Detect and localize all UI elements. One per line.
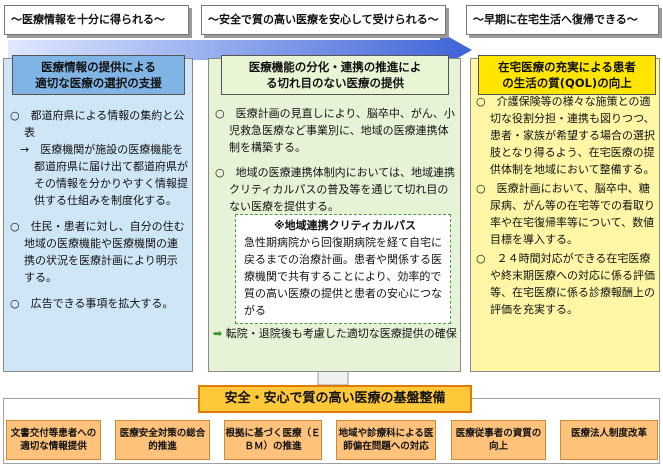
column-body: ○ 都道府県による情報の集約と公表 → 医療機関が施設の医療機能を都道府県に届け…	[10, 107, 188, 321]
list-item: ○ 地域の医療連携体制内においては、地域連携クリティカルパスの普及等を通じて切れ…	[215, 166, 456, 213]
title-line: 在宅医療の充実による患者	[498, 60, 636, 74]
banner-safe-quality: ～安全で質の高い医療を安心して受けられる～	[201, 5, 446, 35]
list-item: ○ 住民・患者に対し、自分の住む地域の医療機能や医療機関の連携の状況を医療計画に…	[10, 220, 185, 284]
list-item: ○ 医療計画において、脳卒中、糖尿病、がん等の在宅等での看取り率や在宅復帰率等に…	[476, 182, 655, 246]
banner-information: ～医療情報を十分に得られる～	[4, 5, 189, 35]
foundation-item: 医療安全対策の総合的推進	[115, 420, 210, 460]
critical-path-title: ※地域連携クリティカルパス	[273, 219, 417, 232]
foundation-item: 根拠に基づく医療（ＥＢＭ）の推進	[224, 420, 322, 460]
column-home-care: 在宅医療の充実による患者 の生活の質(QOL)の向上 ○ 介護保険等の様々な施策…	[470, 55, 660, 372]
critical-path-text: 急性期病院から回復期病院を経て自宅に戻るまでの治療計画。患者や関係する医療機関で…	[244, 236, 442, 317]
title-line: の生活の質(QOL)の向上	[502, 76, 632, 90]
title-line: る切れ目のない医療の提供	[266, 76, 404, 90]
column-information-support: 医療情報の提供による 適切な医療の選択の支援 ○ 都道府県による情報の集約と公表…	[3, 55, 193, 372]
column-title: 医療機能の分化・連携の推進によ る切れ目のない医療の提供	[221, 55, 449, 95]
foundation-title: 安全・安心で質の高い医療の基盤整備	[198, 385, 472, 413]
foundation-item: 文書交付等患者への適切な情報提供	[6, 420, 101, 460]
title-line: 医療機能の分化・連携の推進によ	[248, 60, 422, 74]
foundation-item: 医療従事者の資質の向上	[451, 420, 546, 460]
transfer-text: 転院・退院後も考慮した適切な医療提供の確保	[225, 327, 457, 340]
list-item: ○ 広告できる事項を拡大する。	[10, 297, 174, 310]
column-title: 医療情報の提供による 適切な医療の選択の支援	[12, 55, 185, 95]
critical-path-box: ※地域連携クリティカルパス 急性期病院から回復期病院を経て自宅に戻るまでの治療計…	[235, 214, 451, 324]
list-item: ○ 医療計画の見直しにより、脳卒中、がん、小児救急医療など事業別に、地域の医療連…	[215, 107, 455, 154]
banner-home-return: ～早期に在宅生活へ復帰できる～	[466, 5, 659, 35]
foundation-item: 地域や診療科による医師偏在問題への対応	[336, 420, 436, 460]
list-item: → 医療機関が施設の医療機能を都道府県に届け出て都道府県がその情報を分かりやすく…	[20, 143, 188, 207]
list-item: ○ 都道府県による情報の集約と公表	[10, 109, 185, 139]
foundation-item: 医療法人制度改革	[560, 420, 658, 460]
column-title: 在宅医療の充実による患者 の生活の質(QOL)の向上	[478, 55, 656, 95]
list-item: ○ 介護保険等の様々な施策との適切な役割分担・連携も図りつつ、患者・家族が希望す…	[476, 95, 655, 176]
arrow-right-icon: ➡	[213, 327, 223, 340]
transfer-note: ➡ 転院・退院後も考慮した適切な医療提供の確保	[213, 325, 457, 342]
title-line: 医療情報の提供による	[41, 60, 156, 74]
column-medical-cooperation: 医療機能の分化・連携の推進によ る切れ目のない医療の提供 ○ 医療計画の見直しに…	[208, 55, 461, 372]
title-line: 適切な医療の選択の支援	[35, 76, 162, 90]
column-body: ○ 医療計画の見直しにより、脳卒中、がん、小児救急医療など事業別に、地域の医療連…	[215, 105, 457, 215]
list-item: ○ ２４時間対応ができる在宅医療や終末期医療への対応に係る評価等、在宅医療に係る…	[476, 252, 655, 316]
column-body: ○ 介護保険等の様々な施策との適切な役割分担・連携も図りつつ、患者・家族が希望す…	[476, 93, 658, 318]
